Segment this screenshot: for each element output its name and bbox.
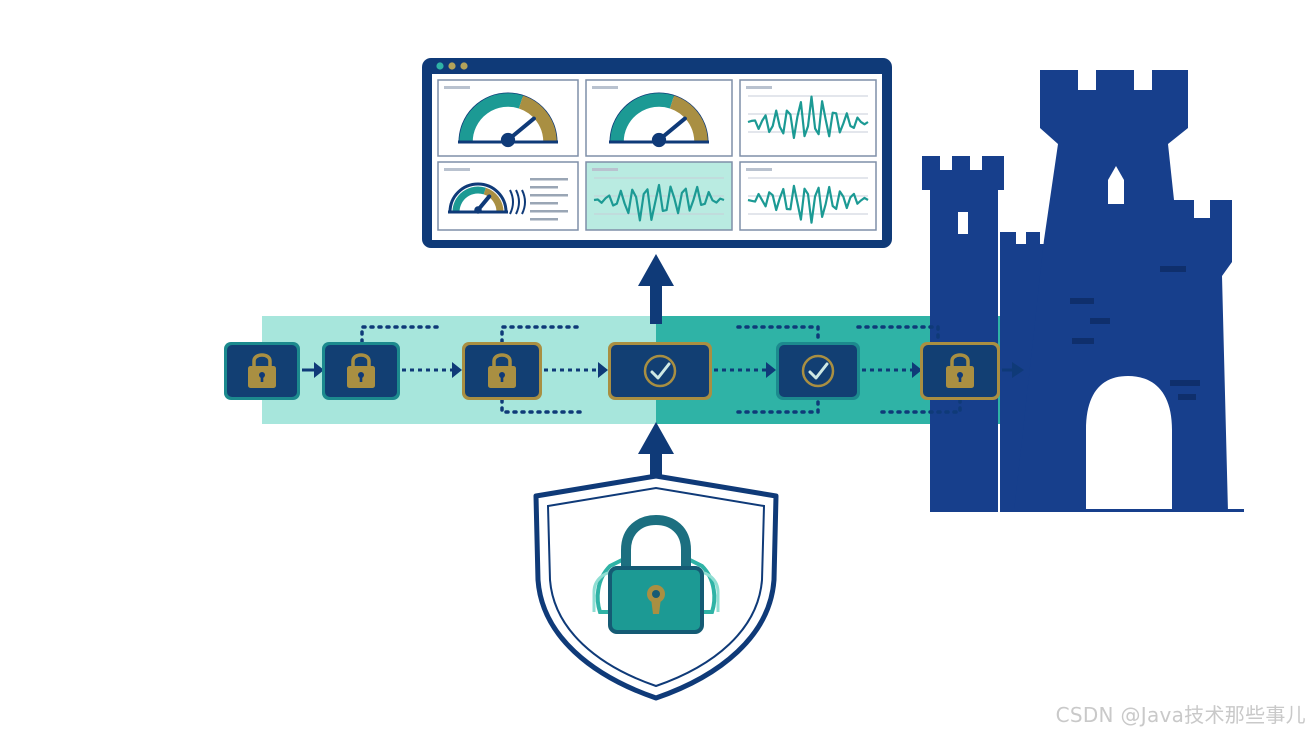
watermark: CSDN @Java技术那些事儿: [1055, 703, 1306, 727]
pipeline-connectors: [302, 362, 1024, 378]
padlock-icon: [488, 353, 516, 388]
pipeline-node: [608, 342, 712, 400]
pipeline-node: [224, 342, 300, 400]
gauge-panel: [437, 79, 579, 157]
window-dots: [436, 62, 468, 70]
window-dot: [460, 62, 468, 70]
pipeline-node: [462, 342, 542, 400]
castle-icon: [922, 70, 1244, 512]
pipeline-node: [920, 342, 1000, 400]
pipeline-node: [322, 342, 400, 400]
castle-bricks: [1070, 266, 1200, 400]
padlock-icon: [347, 353, 375, 388]
checkmark-icon: [801, 354, 835, 388]
waveform-icon: [747, 177, 869, 224]
gauge-icon: [458, 92, 558, 148]
window-dot: [448, 62, 456, 70]
castle-details: [958, 166, 1124, 234]
shield-padlock: [592, 514, 720, 634]
waveform-icon: [747, 95, 869, 139]
gauge-with-signal-panel: [437, 161, 579, 231]
waveform-panel: [739, 79, 877, 157]
waveform-icon: [593, 177, 725, 222]
pipeline-nodes: [224, 342, 1000, 400]
dashboard-panels: [437, 79, 877, 231]
window-dot: [436, 62, 444, 70]
waveform-panel: [585, 161, 733, 231]
gauge-panel: [585, 79, 733, 157]
gauge-with-signal-icon: [448, 178, 568, 221]
gauge-icon: [609, 92, 709, 148]
checkmark-icon: [643, 354, 677, 388]
padlock-icon: [248, 353, 276, 388]
waveform-panel: [739, 161, 877, 231]
dotted-loops: [360, 325, 962, 414]
padlock-icon: [946, 353, 974, 388]
up-arrow-to-dashboard: [638, 254, 674, 324]
pipeline-node: [776, 342, 860, 400]
